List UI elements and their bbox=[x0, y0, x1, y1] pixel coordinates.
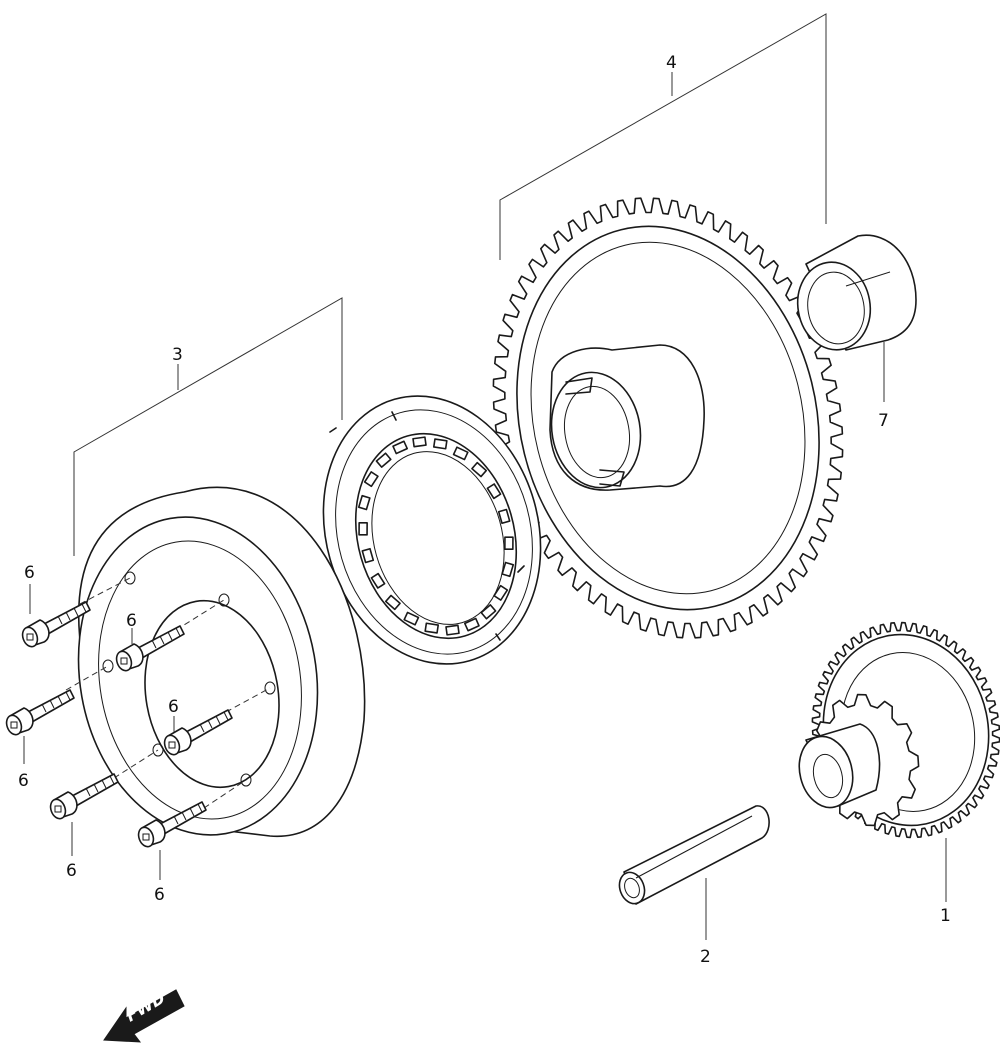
sprag-roller bbox=[412, 436, 427, 448]
sprag-roller bbox=[375, 452, 392, 468]
sprag-roller bbox=[497, 508, 511, 525]
socket-bolt bbox=[49, 773, 119, 820]
sprag-roller bbox=[463, 617, 480, 632]
sprag-roller bbox=[445, 624, 460, 636]
pin-shaft bbox=[618, 805, 770, 905]
sprag-roller bbox=[501, 561, 515, 578]
sprag-roller bbox=[480, 604, 497, 620]
bolt-center-lines bbox=[65, 577, 271, 809]
sprag-roller bbox=[361, 547, 375, 564]
sprag-roller bbox=[363, 471, 379, 488]
sprag-roller bbox=[471, 461, 488, 478]
sprag-roller bbox=[486, 483, 502, 500]
socket-bolt bbox=[115, 625, 185, 672]
callout-part-4: 4 bbox=[666, 53, 677, 73]
sprag-roller bbox=[504, 536, 514, 551]
sprag-roller bbox=[392, 440, 409, 455]
callout-part-6-e: 6 bbox=[66, 861, 77, 881]
callout-part-7: 7 bbox=[878, 411, 889, 431]
socket-bolt bbox=[5, 689, 75, 736]
socket-bolt bbox=[163, 709, 233, 756]
callout-part-3: 3 bbox=[172, 345, 183, 365]
sprag-clutch-ring bbox=[322, 395, 542, 665]
sprag-roller bbox=[432, 438, 448, 450]
socket-bolt bbox=[137, 801, 207, 848]
clutch-housing bbox=[77, 486, 366, 837]
sprag-roller bbox=[403, 611, 420, 626]
socket-bolts bbox=[5, 601, 233, 848]
callout-part-2: 2 bbox=[700, 947, 711, 967]
sprag-roller bbox=[424, 622, 440, 634]
callout-part-6-c: 6 bbox=[18, 771, 29, 791]
callout-part-6-f: 6 bbox=[154, 885, 165, 905]
sprag-roller bbox=[358, 521, 368, 536]
bushing bbox=[796, 234, 917, 351]
forward-arrow-icon: FWD bbox=[103, 988, 185, 1043]
callout-part-6-b: 6 bbox=[126, 611, 137, 631]
callout-part-6-d: 6 bbox=[168, 697, 179, 717]
sprag-roller bbox=[384, 594, 401, 611]
sprag-roller bbox=[357, 494, 371, 511]
leader-lines bbox=[23, 13, 947, 940]
idle-gear bbox=[798, 621, 1000, 839]
callout-part-1: 1 bbox=[940, 906, 951, 926]
large-gear bbox=[492, 197, 844, 639]
sprag-roller bbox=[370, 572, 386, 589]
sprag-roller bbox=[493, 584, 509, 601]
sprag-roller bbox=[452, 446, 469, 461]
callout-part-6-a: 6 bbox=[24, 563, 35, 583]
socket-bolt bbox=[21, 601, 91, 648]
